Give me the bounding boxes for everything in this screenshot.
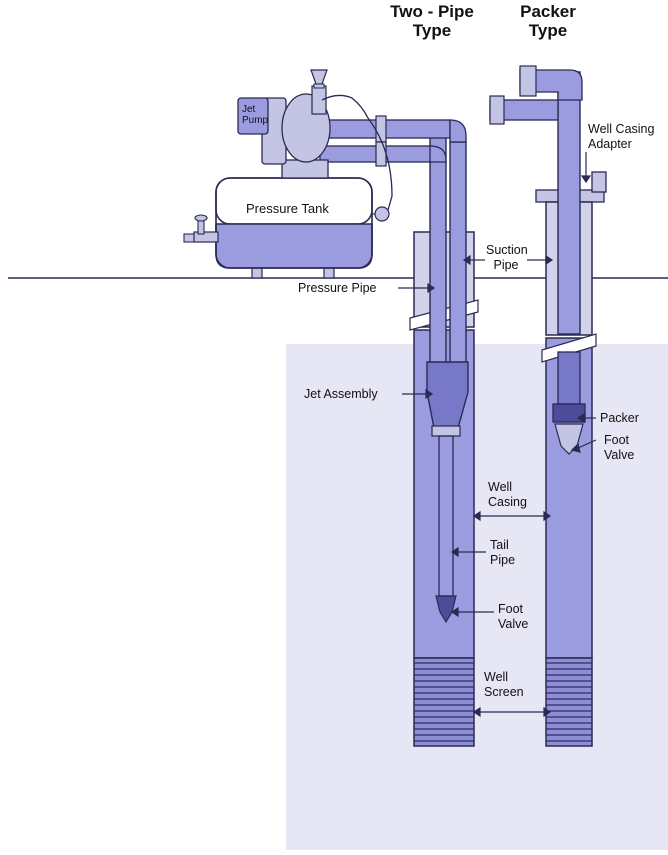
two-pipe-foot-valve-line2: Valve (498, 617, 529, 631)
pump-priming-funnel (310, 69, 328, 85)
well-casing-adapter-fitting (591, 171, 607, 193)
groundwater-zone (286, 344, 668, 850)
jet-assembly-collar (431, 425, 461, 437)
well-casing-label: Well Casing (488, 480, 527, 510)
well-screen-label: Well Screen (484, 670, 524, 700)
well-casing-adapter-label: Well Casing Adapter (588, 122, 654, 152)
leader-lines (398, 152, 597, 718)
pressure-pipe-label: Pressure Pipe (298, 281, 377, 295)
jet-pump-label: Jet Pump (242, 104, 268, 126)
well-casing-adapter-line2: Adapter (588, 137, 632, 151)
jet-pump (237, 69, 393, 211)
packer-casing-break (541, 333, 597, 363)
two-pipe-foot-valve-line1: Foot (498, 602, 524, 616)
tail-pipe-line1: Tail (490, 538, 509, 552)
tail-pipe-line2: Pipe (490, 553, 516, 567)
suction-pipe-line2: Pipe (493, 258, 519, 272)
tank-water-fill (215, 223, 373, 269)
two-pipe-heading: Two - Pipe Type (372, 2, 492, 40)
suction-pipe-label: Suction Pipe (486, 243, 528, 273)
pump-base (281, 159, 329, 179)
jet-pump-label-line2: Pump (242, 115, 269, 126)
two-pipe-foot-valve-shape (435, 595, 457, 624)
well-casing-line2: Casing (488, 495, 527, 509)
well-casing-adapter-line1: Well Casing (588, 122, 655, 136)
horizontal-pipes (319, 115, 467, 167)
two-pipe-heading-line2: Type (412, 21, 452, 40)
two-pipe-well (409, 134, 479, 747)
packer-foot-valve-line1: Foot (604, 433, 630, 447)
packer-label: Packer (600, 411, 639, 425)
packer-heading-line1: Packer (520, 2, 576, 21)
pipe-coupling-1 (375, 115, 387, 143)
two-pipe-foot-valve-label: Foot Valve (498, 602, 528, 632)
pump-priming-cap (313, 83, 325, 89)
pump-top-pipe (311, 85, 327, 115)
packer-well (489, 65, 607, 747)
two-pipe-heading-line1: Two - Pipe (390, 2, 474, 21)
well-casing-line1: Well (488, 480, 513, 494)
tank-valve-handle (194, 214, 208, 222)
jet-pump-label-line1: Jet (242, 104, 256, 115)
packer-well-screen (545, 657, 593, 747)
two-pipe-suction-pipe (449, 141, 467, 366)
packer-pipe-lower (557, 351, 581, 405)
tail-pipe-label: Tail Pipe (490, 538, 515, 568)
packer-pipe-coupling-side (489, 95, 505, 125)
tank-gauge (374, 206, 390, 222)
pipe-coupling-2 (375, 141, 387, 167)
pump-label-plate (237, 97, 269, 135)
pump-discharge-elbow (449, 119, 467, 143)
pump-suction-elbow (429, 145, 447, 163)
packer-pipe-coupling-top (519, 65, 537, 97)
packer-heading-line2: Type (528, 21, 568, 40)
packer-heading: Packer Type (508, 2, 588, 40)
packer-pipe-vertical (557, 71, 581, 335)
tank-drain (183, 233, 195, 243)
two-pipe-well-screen (413, 657, 475, 747)
pressure-tank-label: Pressure Tank (246, 201, 329, 216)
well-screen-line2: Screen (484, 685, 524, 699)
packer-foot-valve-label: Foot Valve (604, 433, 634, 463)
pump-tubing (321, 94, 393, 211)
packer-shape (552, 403, 586, 423)
pressure-tank (183, 177, 390, 279)
jet-assembly-label: Jet Assembly (304, 387, 378, 401)
tail-pipe-shape (438, 435, 454, 597)
packer-foot-valve-line2: Valve (604, 448, 635, 462)
suction-pipe-line1: Suction (486, 243, 528, 257)
well-screen-line1: Well (484, 670, 509, 684)
two-pipe-pressure-pipe (429, 134, 447, 366)
tank-valve-stem (197, 219, 205, 235)
